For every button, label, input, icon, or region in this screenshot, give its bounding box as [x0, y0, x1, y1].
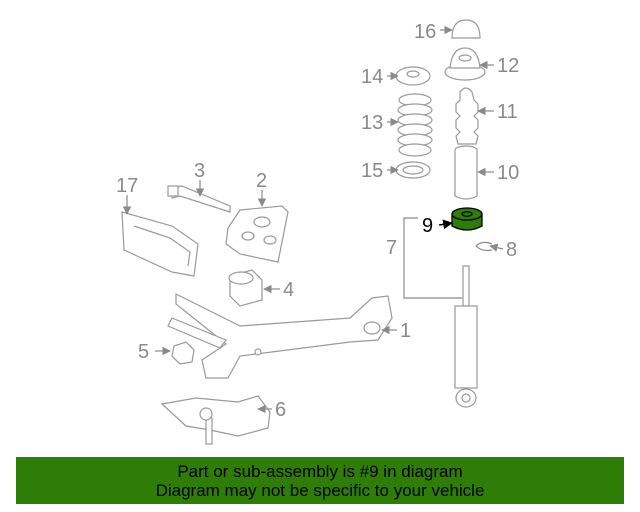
part-13-coil-spring [397, 93, 433, 157]
callout-12: 12 [497, 55, 519, 77]
callout-17: 17 [116, 175, 138, 197]
callout-15: 15 [361, 160, 383, 182]
callout-8: 8 [506, 239, 517, 261]
part-12-upper-mount [444, 47, 486, 81]
part-15-lower-seat [395, 161, 431, 179]
banner-line-2: Diagram may not be specific to your vehi… [155, 480, 485, 500]
part-10-dust-boot [454, 145, 478, 200]
callout-10: 10 [497, 162, 519, 184]
callout-2: 2 [256, 170, 267, 192]
part-7-shock-absorber [454, 265, 478, 408]
callout-11: 11 [497, 101, 518, 123]
part-2-bracket [225, 205, 289, 263]
part-16-dust-cap [451, 19, 481, 39]
callout-7: 7 [386, 237, 397, 259]
part-11-bump-stop [455, 87, 479, 145]
callout-5: 5 [138, 341, 149, 363]
part-6-bracket-plate [160, 395, 271, 445]
callout-9: 9 [422, 215, 433, 237]
callout-16: 16 [414, 21, 436, 43]
callout-14: 14 [361, 66, 383, 88]
part-3-bolt [167, 185, 231, 213]
part-8-clip [475, 241, 493, 252]
part-5-bushing [171, 341, 195, 365]
part-1-axle-beam [167, 293, 393, 379]
part-14-spring-seat [395, 66, 431, 86]
callout-4: 4 [283, 279, 294, 301]
leader-lines [122, 25, 504, 414]
callout-3: 3 [194, 160, 205, 182]
parts-diagram: 16 12 14 11 13 15 10 9 8 7 3 2 17 4 1 5 … [116, 19, 519, 445]
callout-1: 1 [400, 320, 411, 342]
info-banner: Part or sub-assembly is #9 in diagram Di… [16, 457, 624, 504]
part-4-bushing [228, 269, 263, 307]
callout-6: 6 [275, 399, 286, 421]
callout-13: 13 [361, 112, 383, 134]
banner-line-1: Part or sub-assembly is #9 in diagram [177, 461, 463, 481]
part-17-trim-panel [121, 211, 199, 277]
part-9-insulator-highlighted [451, 207, 483, 231]
